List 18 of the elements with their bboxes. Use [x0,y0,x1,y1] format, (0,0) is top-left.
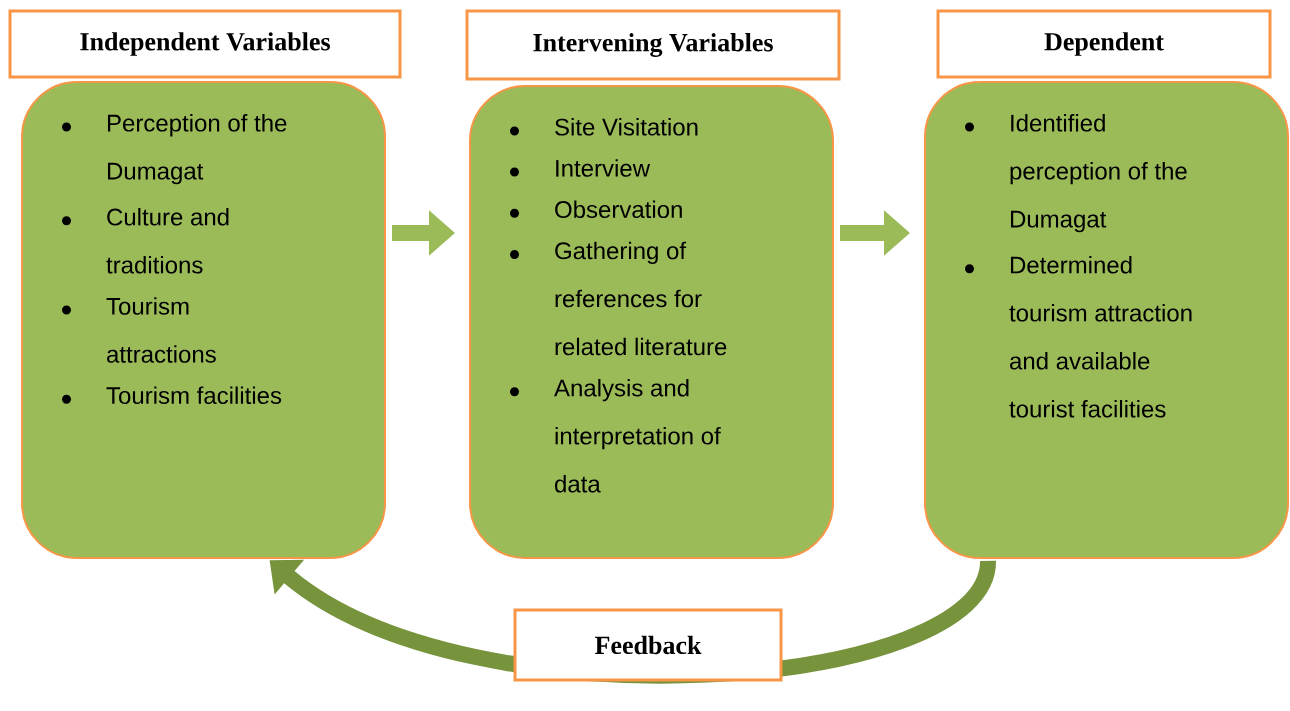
list-box [21,81,386,559]
heading-box: Dependent [936,9,1272,79]
list-item: Tourism facilities [106,386,282,405]
list-item: Identified perception of the Dumagat [1010,114,1187,233]
list-item: Site Visitation [555,118,698,136]
list-item: Observation [555,200,682,219]
heading-box: Intervening Variables [465,9,841,81]
list-item: Analysis and interpretation of data [554,378,721,493]
list-item: Determined tourism attraction and available tourist facilities [1009,255,1192,418]
list-item: Interview [556,159,651,177]
list-box [924,81,1289,559]
list-box [469,85,834,559]
list-item: Perception of the Dumagat [108,114,287,185]
edge-label: Feedback [595,635,702,655]
list-item: Culture and traditions [106,207,229,274]
heading-box: Independent Variables [8,9,402,79]
list-item: Tourism attractions [106,297,216,363]
list-item: Gathering of references for related literature [555,241,727,356]
